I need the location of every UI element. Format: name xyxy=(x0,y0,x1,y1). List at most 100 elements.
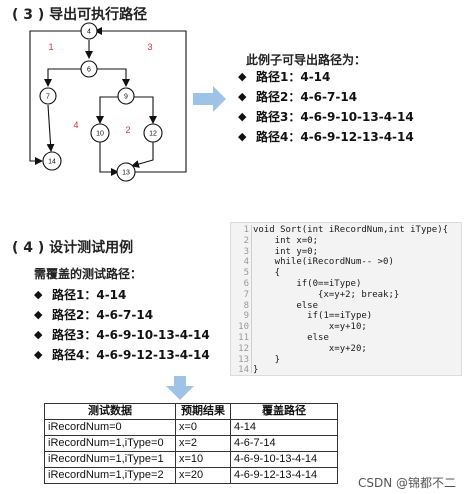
table-cell: iRecordNum=1,iType=2 xyxy=(44,467,176,484)
line-number: 10 xyxy=(238,322,249,333)
line-number: 2 xyxy=(243,235,249,246)
code-line: 14} xyxy=(231,365,461,376)
line-number: 14 xyxy=(238,365,249,376)
code-line: 2 int x=0; xyxy=(231,236,461,247)
code-text: } xyxy=(253,354,281,365)
code-text: int y=0; xyxy=(253,246,319,257)
table-cell: iRecordNum=0 xyxy=(44,419,176,436)
diamond-bullet-icon: ◆ xyxy=(34,348,43,361)
node-14 xyxy=(42,151,62,171)
diamond-bullet-icon: ◆ xyxy=(238,70,247,83)
section3-intro: 此例子可导出路径为： xyxy=(246,53,367,67)
node-12 xyxy=(143,123,163,143)
node-label: 14 xyxy=(48,159,56,166)
table-header-row: 测试数据 预期结果 覆盖路径 xyxy=(44,403,338,420)
column-header: 预期结果 xyxy=(175,403,231,420)
region-label: 1 xyxy=(48,42,53,52)
list-item: ◆路径3：4-6-9-10-13-4-14 xyxy=(238,107,414,127)
section4-path-list: ◆路径1：4-14 ◆路径2：4-6-7-14 ◆路径3：4-6-9-10-13… xyxy=(34,285,210,365)
list-item: ◆路径2：4-6-7-14 xyxy=(34,305,210,325)
line-number: 1 xyxy=(243,225,249,235)
list-item: ◆路径4：4-6-9-12-13-4-14 xyxy=(238,127,414,147)
edge-13-4 xyxy=(94,27,187,173)
edge-6-9 xyxy=(95,68,130,87)
diamond-bullet-icon: ◆ xyxy=(238,110,247,123)
code-text: else xyxy=(253,332,329,343)
code-line: 5 { xyxy=(231,268,461,279)
line-number: 12 xyxy=(238,343,249,354)
table-cell: x=10 xyxy=(175,451,231,468)
diamond-bullet-icon: ◆ xyxy=(34,288,43,301)
edge-7-14 xyxy=(46,104,55,152)
node-label: 9 xyxy=(124,94,128,101)
code-text: { xyxy=(253,268,281,279)
diamond-bullet-icon: ◆ xyxy=(238,130,247,143)
edge-12-13 xyxy=(131,142,154,168)
line-number: 9 xyxy=(243,311,249,322)
edge-9-10 xyxy=(96,96,120,124)
column-header: 覆盖路径 xyxy=(230,403,338,420)
code-text: int x=0; xyxy=(253,235,319,246)
node-9 xyxy=(117,87,135,105)
node-6 xyxy=(80,60,98,78)
edge-9-12 xyxy=(132,96,157,124)
code-text: {x=y+2; break;} xyxy=(253,289,400,300)
watermark: CSDN @锦都不二 xyxy=(358,476,457,490)
node-4 xyxy=(80,22,98,40)
line-number: 13 xyxy=(238,354,249,365)
region-label: 4 xyxy=(73,120,78,130)
table-cell: iRecordNum=1,iType=1 xyxy=(44,451,176,468)
code-text: void Sort(int iRecordNum,int iType){ xyxy=(253,225,449,235)
code-line: 11 else xyxy=(231,333,461,344)
line-number: 4 xyxy=(243,257,249,268)
region-label: 2 xyxy=(125,125,130,135)
code-text: if(0==iType) xyxy=(253,278,362,289)
control-flow-graph: 4 6 7 9 10 12 13 14 1 2 3 4 xyxy=(29,22,226,182)
section3-title: ( 3 ) 导出可执行路径 xyxy=(12,7,148,23)
table-cell: 4-6-9-12-13-4-14 xyxy=(230,467,338,484)
code-line: 4 while(iRecordNum-- >0) xyxy=(231,257,461,268)
region-label: 3 xyxy=(147,42,152,52)
node-label: 12 xyxy=(149,131,157,138)
right-arrow-icon xyxy=(193,86,226,112)
diamond-bullet-icon: ◆ xyxy=(238,90,247,103)
edge-10-13 xyxy=(99,142,119,176)
code-line: 13 } xyxy=(231,355,461,366)
table-cell: x=20 xyxy=(175,467,231,484)
table-cell: 4-6-7-14 xyxy=(230,435,338,452)
table-cell: x=2 xyxy=(175,435,231,452)
line-number: 3 xyxy=(243,246,249,257)
line-number: 8 xyxy=(243,300,249,311)
node-13 xyxy=(116,162,136,182)
table-cell: x=0 xyxy=(175,419,231,436)
edge-6-7 xyxy=(44,68,83,87)
line-number: 11 xyxy=(238,332,249,343)
code-text: if(1==iType) xyxy=(253,311,373,322)
edge-4-14 xyxy=(29,30,83,165)
code-line: 1 void Sort(int iRecordNum,int iType){ xyxy=(231,225,461,236)
list-item: ◆路径2：4-6-7-14 xyxy=(238,87,414,107)
code-text: while(iRecordNum-- >0) xyxy=(253,257,394,268)
node-label: 7 xyxy=(46,94,50,101)
diamond-bullet-icon: ◆ xyxy=(34,328,43,341)
column-header: 测试数据 xyxy=(44,403,176,420)
diamond-bullet-icon: ◆ xyxy=(34,308,43,321)
list-item: ◆路径4：4-6-9-12-13-4-14 xyxy=(34,345,210,365)
code-text: x=y+10; xyxy=(253,322,367,333)
table-cell: 4-14 xyxy=(230,419,338,436)
code-line: 9 if(1==iType) xyxy=(231,311,461,322)
code-line: 10 x=y+10; xyxy=(231,322,461,333)
line-number: 7 xyxy=(243,289,249,300)
line-number: 5 xyxy=(243,268,249,279)
list-item: ◆路径1：4-14 xyxy=(238,67,414,87)
code-text: x=y+20; xyxy=(253,343,367,354)
list-item: ◆路径1：4-14 xyxy=(34,285,210,305)
table-cell: 4-6-9-10-13-4-14 xyxy=(230,451,338,468)
line-number: 6 xyxy=(243,278,249,289)
down-arrow-icon xyxy=(166,376,194,400)
node-label: 4 xyxy=(87,29,91,36)
